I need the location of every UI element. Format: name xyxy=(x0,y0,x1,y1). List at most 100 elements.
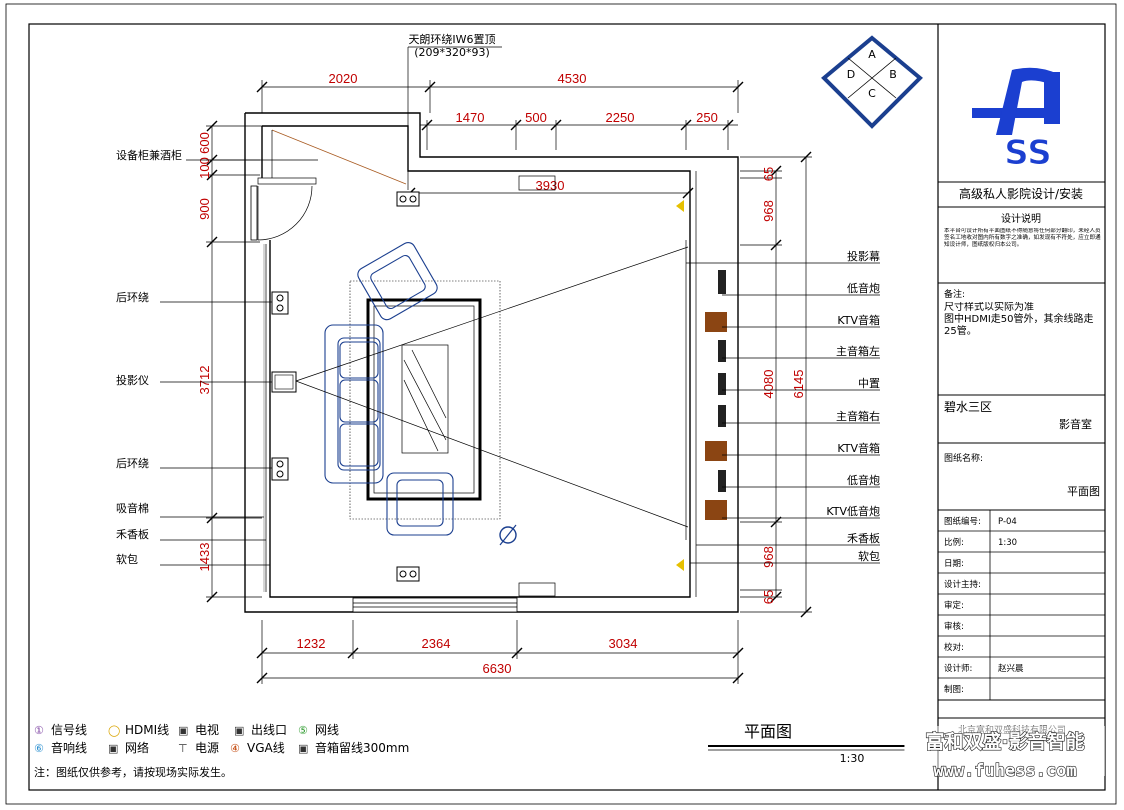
project-name: 碧水三区 xyxy=(944,400,992,414)
legend-item-label: 网络 xyxy=(125,740,149,755)
sofa-set xyxy=(324,242,454,536)
title-block-key: 制图: xyxy=(944,684,964,695)
dim-right-65-top: 65 xyxy=(761,167,776,181)
svg-text:B: B xyxy=(889,68,897,81)
rear-surround-speaker-top xyxy=(271,291,289,315)
legend-item-label: 电源 xyxy=(195,741,219,755)
top-note-line2: (209*320*93) xyxy=(414,46,490,59)
title-block: SS 高级私人影院设计/安装 设计说明 本平台可设计所有平面图纸不得随意将任何部… xyxy=(937,24,1105,790)
legend-item-label: 音箱留线300mm xyxy=(315,740,409,755)
legend-item-label: 网线 xyxy=(315,723,339,737)
legend-symbol-icon: ⑥ xyxy=(34,742,44,755)
label-screen: 投影幕 xyxy=(847,249,880,263)
label-sub-2: 低音炮 xyxy=(847,473,880,487)
design-notes-body: 本平台可设计所有平面图纸不得随意将任何部分翻印，未经人员签名工地收对图内所有数字… xyxy=(944,228,1101,248)
room-walls xyxy=(244,112,739,613)
label-absorb: 吸音棉 xyxy=(116,501,149,515)
outer-frame xyxy=(5,3,1117,805)
title-block-key: 图纸编号: xyxy=(944,516,981,527)
svg-text:SS: SS xyxy=(1004,133,1051,173)
label-ktv-2: KTV音箱 xyxy=(837,441,880,455)
label-main-right: 主音箱右 xyxy=(836,409,880,423)
watermark: 富和双盛·影音智能 www.fuhess.com xyxy=(904,726,1105,782)
label-projector: 投影仪 xyxy=(116,373,149,387)
dim-top-2250: 2250 xyxy=(606,110,635,125)
rug xyxy=(349,280,501,520)
floor-outlet-icon xyxy=(499,526,517,544)
dim-bottom-1232: 1232 xyxy=(297,636,326,651)
projection-line-bottom xyxy=(295,380,689,528)
compass-diamond: A B C D xyxy=(821,35,923,129)
label-main-left: 主音箱左 xyxy=(836,344,880,358)
watermark-line1: 富和双盛·影音智能 xyxy=(925,730,1084,753)
svg-text:A: A xyxy=(868,48,876,61)
remarks-body: 尺寸样式以实际为准 图中HDMI走50管外，其余线路走25管。 xyxy=(944,302,1094,337)
dim-top-4530: 4530 xyxy=(558,71,587,86)
label-rear-surround-2: 后环绕 xyxy=(116,457,149,470)
label-ktv-sub: KTV低音炮 xyxy=(826,504,880,518)
title-block-value: P-04 xyxy=(998,517,1017,527)
dim-right-968-top: 968 xyxy=(761,200,776,222)
room-name: 影音室 xyxy=(1059,417,1092,431)
legend-item-label: 出线口 xyxy=(251,723,287,737)
dim-inner-3930: 3930 xyxy=(536,178,565,193)
left-callouts: 设备柜兼酒柜 后环绕 投影仪 后环绕 吸音棉 禾香板 软包 xyxy=(116,148,318,566)
label-ktv-1: KTV音箱 xyxy=(837,313,880,327)
legend-symbol-icon: ▣ xyxy=(234,724,244,737)
wall-light-top xyxy=(676,200,684,212)
title-block-value: 1:30 xyxy=(998,538,1017,548)
dim-right-968-bottom: 968 xyxy=(761,546,776,568)
title-block-key: 比例: xyxy=(944,537,964,548)
legend-symbol-icon: ▣ xyxy=(298,742,308,755)
svg-text:D: D xyxy=(847,68,855,81)
label-rear-surround-1: 后环绕 xyxy=(116,291,149,304)
dim-bottom-6630: 6630 xyxy=(483,661,512,676)
company-logo: SS xyxy=(972,67,1060,174)
legend-item-label: 信号线 xyxy=(51,723,87,737)
legend-symbol-icon: ▣ xyxy=(108,742,118,755)
window xyxy=(352,597,518,613)
label-soft-pack-right: 软包 xyxy=(858,549,880,563)
label-cabinet: 设备柜兼酒柜 xyxy=(116,148,182,162)
dim-top-1470: 1470 xyxy=(456,110,485,125)
door-swing xyxy=(257,185,313,241)
dim-right-4080: 4080 xyxy=(761,370,776,399)
wall-light-bottom xyxy=(676,559,684,571)
dim-left-3712: 3712 xyxy=(197,366,212,395)
title-block-key: 校对: xyxy=(944,642,964,653)
plan-title: 平面图 xyxy=(744,722,792,741)
legend-symbol-icon: ▣ xyxy=(178,724,188,737)
title-block-key: 设计师: xyxy=(944,663,972,674)
legend-symbol-icon: ⊤ xyxy=(178,742,188,755)
label-center: 中置 xyxy=(858,377,880,390)
legend-note: 注：图纸仅供参考，请按现场实际发生。 xyxy=(34,765,232,779)
dim-bottom-3034: 3034 xyxy=(609,636,638,651)
watermark-line2: www.fuhess.com xyxy=(933,761,1076,781)
title-block-value: 赵兴晨 xyxy=(998,663,1024,674)
dim-left-600: 600 xyxy=(197,132,212,154)
rear-surround-speaker-bottom xyxy=(271,457,289,481)
equipment-cabinet xyxy=(257,177,317,185)
title-block-key: 审定: xyxy=(944,600,964,611)
plan-scale: 1:30 xyxy=(840,752,865,765)
design-notes-title: 设计说明 xyxy=(1001,212,1041,225)
legend-item-label: 音响线 xyxy=(51,740,87,755)
title-block-key: 日期: xyxy=(944,559,964,569)
dim-top-500: 500 xyxy=(525,110,547,125)
title-block-key: 审核: xyxy=(944,621,964,632)
dim-right-6145: 6145 xyxy=(791,370,806,399)
drawing-name: 平面图 xyxy=(1067,485,1100,498)
legend-item-label: 电视 xyxy=(195,722,219,737)
label-wood-board-right: 禾香板 xyxy=(847,531,880,545)
label-soft-pack-left: 软包 xyxy=(116,552,138,566)
inner-frame xyxy=(28,23,1106,791)
right-callouts: 投影幕 低音炮 KTV音箱 主音箱左 中置 主音箱右 KTV音箱 低音炮 KTV… xyxy=(686,249,880,564)
label-sub-1: 低音炮 xyxy=(847,281,880,295)
company-tagline: 高级私人影院设计/安装 xyxy=(959,186,1083,201)
legend-symbol-icon: ④ xyxy=(230,742,240,755)
legend-symbol-icon: ① xyxy=(34,724,44,737)
dim-left-100: 100 xyxy=(197,157,212,179)
front-speaker-column xyxy=(705,270,727,520)
label-wood-board-left: 禾香板 xyxy=(116,527,149,541)
